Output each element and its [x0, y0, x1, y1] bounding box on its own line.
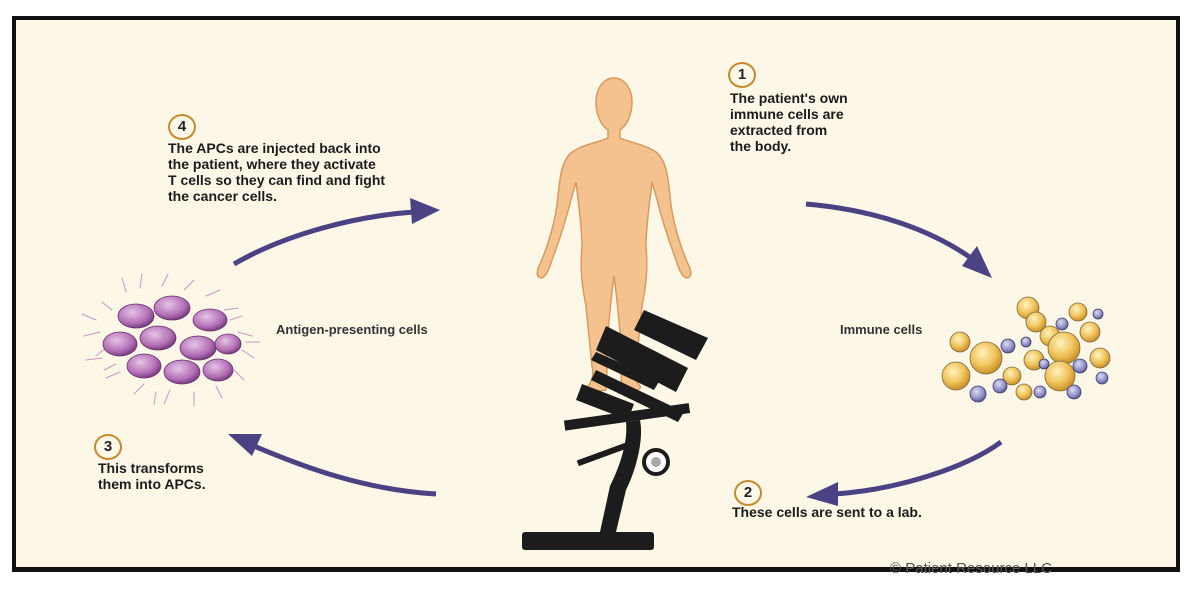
- arrow-body-to-immune: [806, 204, 992, 278]
- microscope-icon: [522, 310, 708, 550]
- step-3-number: 3: [94, 434, 122, 460]
- arrow-immune-to-lab: [806, 442, 1001, 506]
- step-3-line: them into APCs.: [98, 476, 206, 492]
- step-4-line: T cells so they can find and fight: [168, 172, 385, 188]
- arrow-apc-to-body: [234, 198, 440, 264]
- step-4-line: the cancer cells.: [168, 188, 385, 204]
- apc-label: Antigen-presenting cells: [276, 322, 428, 337]
- immune-cells-cluster: [942, 297, 1110, 402]
- step-1-number: 1: [728, 62, 756, 88]
- step-1-text: The patient's own immune cells are extra…: [730, 90, 848, 154]
- step-4-number: 4: [168, 114, 196, 140]
- step-1-line: immune cells are: [730, 106, 848, 122]
- step-4-line: The APCs are injected back into: [168, 140, 385, 156]
- step-2-text: These cells are sent to a lab.: [732, 504, 922, 520]
- diagram-frame: 1 The patient's own immune cells are ext…: [12, 16, 1180, 572]
- step-4-text: The APCs are injected back into the pati…: [168, 140, 385, 204]
- step-3-text: This transforms them into APCs.: [98, 460, 206, 492]
- step-4-line: the patient, where they activate: [168, 156, 385, 172]
- step-1-line: The patient's own: [730, 90, 848, 106]
- step-1-line: extracted from: [730, 122, 848, 138]
- arrow-lab-to-apc: [228, 434, 436, 494]
- step-2-line: These cells are sent to a lab.: [732, 504, 922, 520]
- step-1-line: the body.: [730, 138, 848, 154]
- apc-cells-cluster: [82, 274, 260, 406]
- copyright-text: © Patient Resource LLC: [890, 560, 1052, 577]
- step-3-line: This transforms: [98, 460, 206, 476]
- immune-cells-label: Immune cells: [840, 322, 922, 337]
- step-2-number: 2: [734, 480, 762, 506]
